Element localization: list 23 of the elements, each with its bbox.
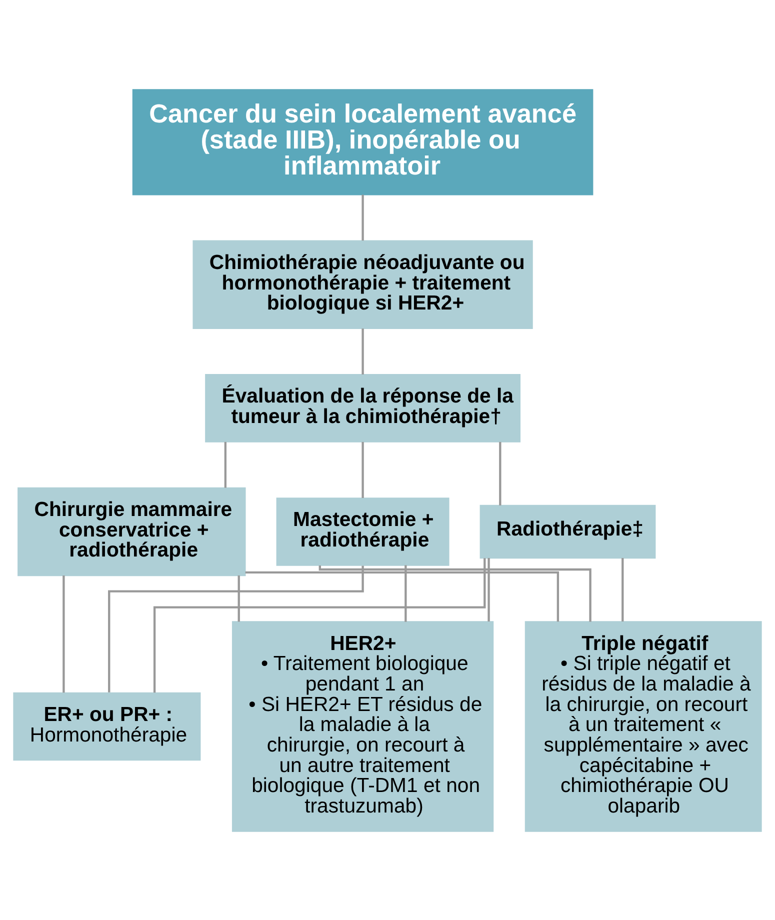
connector bbox=[404, 564, 407, 622]
connector bbox=[362, 194, 364, 240]
node-box: Triple négatif • Si triple négatif et résidus de la maladie à la chirurgie, on recourt à un traitement « supplémentaire » avec capécitabine + chimiothérapie OU olaparib bbox=[524, 620, 762, 832]
connector bbox=[362, 441, 364, 498]
connector bbox=[245, 570, 560, 622]
node-box: Évaluation de la réponse de la tumeur à la chimiothérapie† bbox=[205, 374, 521, 442]
node-box: Mastectomie + radiothérapie bbox=[276, 497, 450, 566]
connector bbox=[238, 574, 240, 622]
node-box: ER+ ou PR+ : Hormonothérapie bbox=[13, 692, 201, 760]
node-box: Radiothérapie‡ bbox=[480, 504, 656, 558]
connector bbox=[488, 558, 490, 622]
connector bbox=[622, 558, 624, 622]
connector bbox=[318, 564, 592, 622]
node-box: Chimiothérapie néoadjuvante ou hormonothérapie + traitement biologique si HER2+ bbox=[192, 240, 533, 328]
node-box: Cancer du sein localement avancé (stade IIIB), inopérable ou inflammatoir bbox=[132, 88, 594, 195]
connector bbox=[62, 574, 65, 692]
connector bbox=[108, 565, 364, 692]
connector bbox=[499, 441, 502, 505]
connector bbox=[362, 328, 364, 374]
node-box: Chirurgie mammaire conservatrice + radiothérapie bbox=[18, 486, 246, 576]
connector bbox=[224, 441, 226, 488]
node-box: HER2+ • Traitement biologique pendant 1 an • Si HER2+ ET résidus de la maladie à la chirurgie, on recourt à un autre traitement biologique (T-DM1 et non trastuzumab) bbox=[232, 620, 494, 832]
connector bbox=[153, 558, 486, 692]
